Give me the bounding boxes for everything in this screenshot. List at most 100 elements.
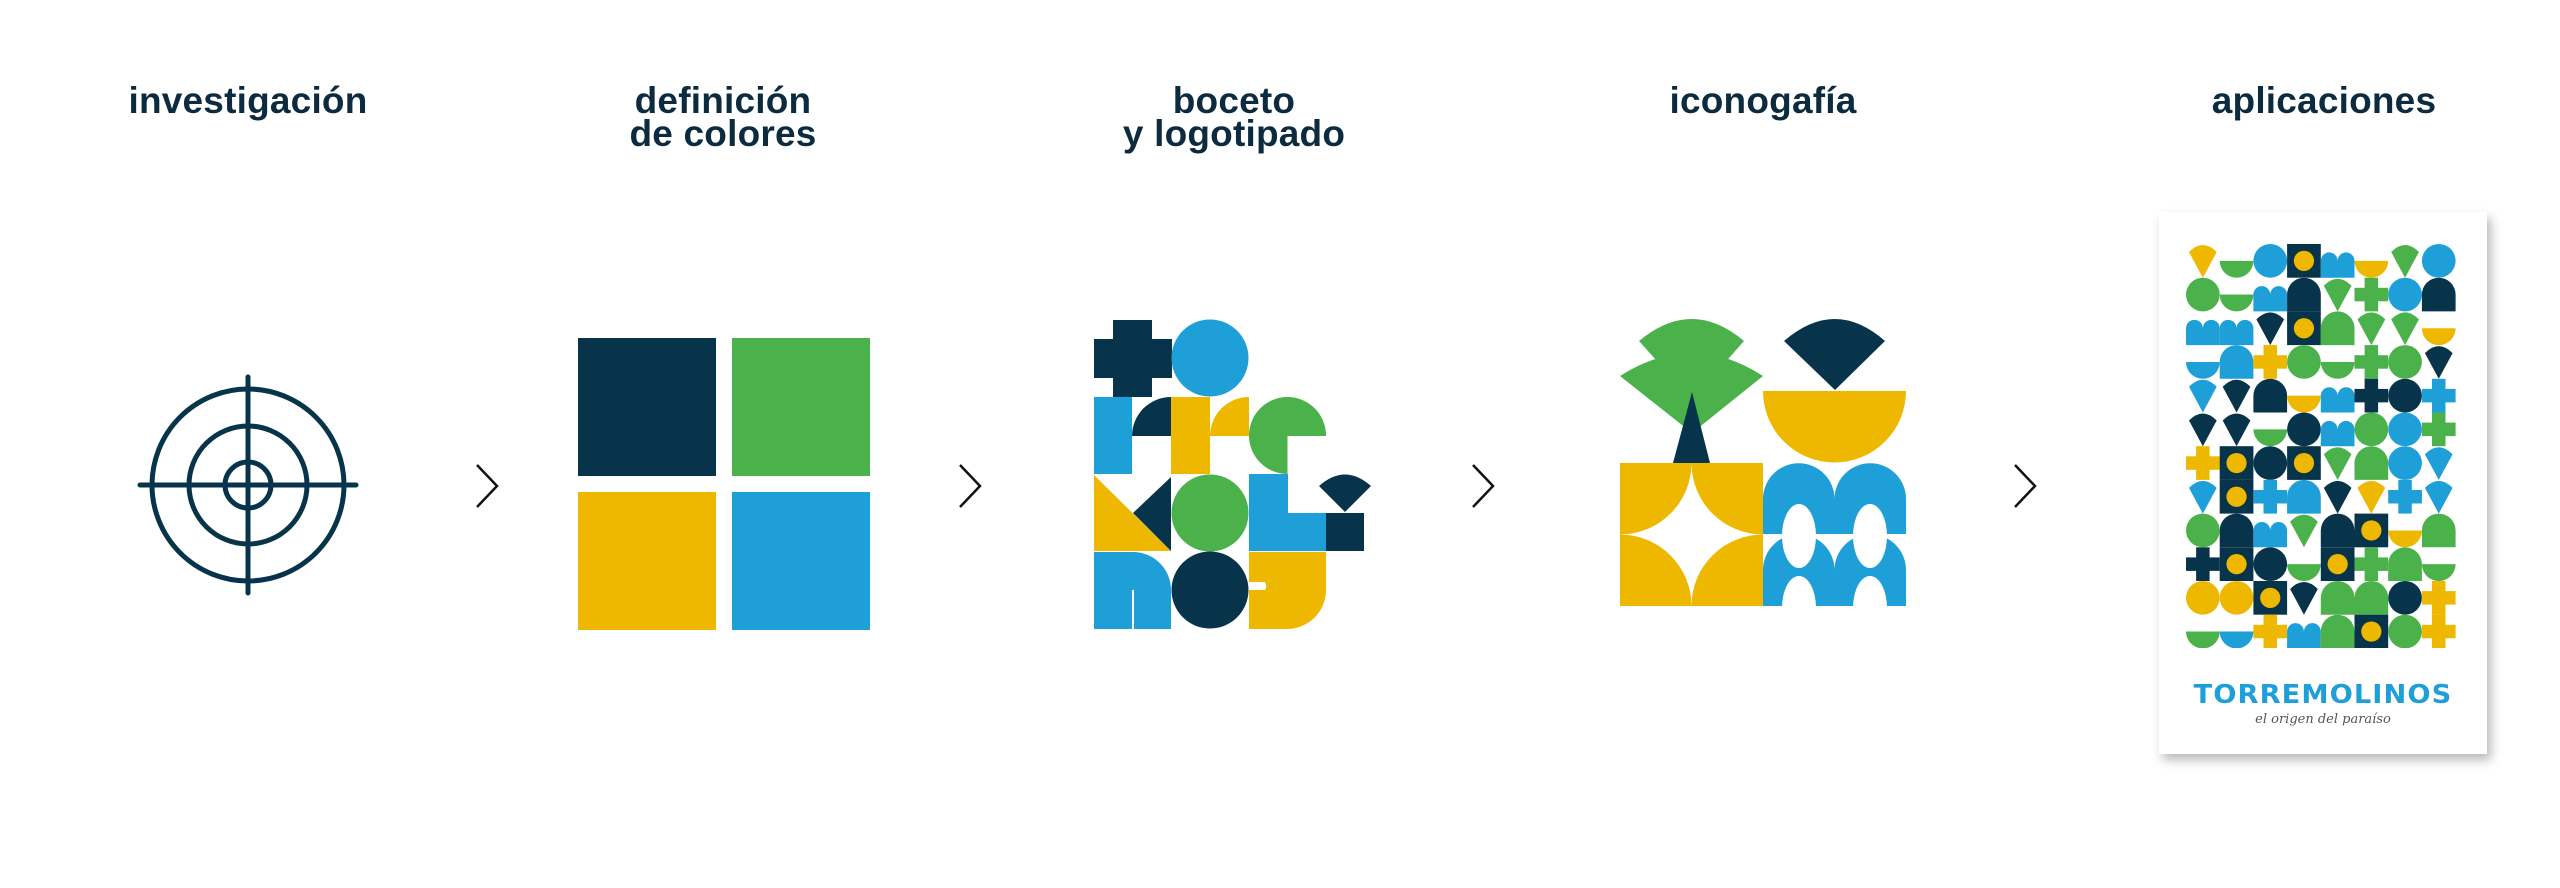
pattern-tile — [2424, 480, 2453, 514]
pattern-tile — [2253, 345, 2288, 379]
pattern-tile — [2253, 429, 2288, 447]
title-line: aplicaciones — [2211, 80, 2437, 121]
pattern-tile — [2290, 514, 2318, 548]
pattern-tile — [2287, 623, 2321, 648]
pattern-tile — [2287, 564, 2321, 581]
pattern-tile — [2357, 480, 2386, 514]
logo-row-2 — [1094, 397, 1327, 474]
pattern-tile — [2354, 614, 2389, 648]
chevron-right-icon — [1472, 464, 1495, 508]
pattern-tile — [2421, 244, 2456, 278]
pattern-tile — [2186, 513, 2220, 548]
pattern-tile — [2186, 277, 2220, 312]
pattern-tile — [2287, 345, 2321, 379]
pattern-tile — [2219, 345, 2254, 379]
pattern-tile — [2253, 446, 2288, 480]
title-line: y logotipado — [1122, 113, 1346, 154]
pattern-tile — [2421, 328, 2456, 346]
logo-row-1 — [1094, 319, 1249, 397]
swatch-navy — [578, 338, 716, 476]
pattern-tile — [2186, 361, 2220, 379]
step-title-aplicaciones: aplicaciones — [2114, 80, 2534, 121]
logo-row-4 — [1094, 551, 1326, 629]
pattern-tile — [2388, 530, 2422, 548]
pattern-tile — [2354, 446, 2389, 480]
pattern-tile — [2421, 581, 2456, 615]
palm-tree-icon — [1620, 319, 1763, 463]
chevron-right-icon — [959, 464, 982, 508]
pattern-tile — [2421, 277, 2456, 312]
pattern-tile — [2287, 244, 2321, 278]
pattern-tile — [2189, 379, 2217, 413]
pattern-tile — [2219, 631, 2254, 648]
pattern-tile — [2354, 345, 2389, 379]
pattern-tile — [2253, 479, 2288, 514]
logo-sketch — [1094, 319, 1371, 629]
pattern-tile — [2253, 286, 2288, 312]
pattern-tile — [2287, 311, 2321, 346]
pattern-tile — [2320, 513, 2355, 548]
target-icon — [137, 374, 359, 596]
pattern-tile — [2320, 387, 2355, 413]
pattern-tile — [2388, 412, 2422, 447]
pattern-tile — [2186, 547, 2220, 581]
pattern-tile — [2388, 479, 2422, 514]
pattern-tile — [2354, 547, 2389, 581]
pattern-tile — [2222, 379, 2251, 413]
pattern-tile — [2388, 277, 2422, 312]
pattern-tile — [2287, 277, 2321, 312]
pattern-tile — [2391, 312, 2419, 346]
step-title-iconografia: iconogafía — [1553, 82, 1973, 119]
pattern-tile — [2253, 614, 2288, 648]
pattern-tile — [2219, 479, 2254, 514]
pattern-tile — [2354, 513, 2389, 548]
pattern-tile — [2320, 361, 2355, 379]
pattern-tile — [2323, 447, 2352, 480]
pattern-tile — [2421, 614, 2456, 648]
pattern-tile — [2219, 581, 2254, 615]
step-title-investigacion: investigación — [38, 80, 458, 121]
logo-row-3 — [1094, 474, 1371, 552]
pattern-tile — [2421, 378, 2456, 413]
pattern-tile — [2354, 581, 2389, 615]
pattern-tile — [2388, 581, 2422, 615]
chevron-right-icon — [2014, 464, 2037, 508]
pattern-tile — [2391, 245, 2419, 278]
pattern-tile — [2388, 547, 2422, 581]
pattern-tile — [2219, 319, 2254, 346]
title-line: investigación — [128, 80, 368, 121]
pattern-tile — [2219, 446, 2254, 480]
pattern-tile — [2388, 614, 2422, 648]
pattern-tile — [2354, 378, 2389, 413]
waves-icon — [1763, 463, 1906, 620]
title-line: boceto — [1172, 80, 1296, 121]
color-palette — [578, 338, 870, 630]
pattern-tile — [2354, 260, 2389, 278]
poster-title: TORREMOLINOS — [2193, 680, 2453, 710]
swatch-green — [732, 338, 870, 476]
pattern-tile — [2253, 522, 2288, 548]
pattern-tile — [2287, 479, 2321, 514]
pattern-tile — [2189, 480, 2217, 514]
pattern-tile — [2421, 412, 2456, 447]
title-line: definición — [634, 80, 812, 121]
pattern-tile — [2186, 446, 2220, 480]
pattern-tile — [2189, 413, 2217, 447]
pattern-tile — [2186, 631, 2220, 648]
pattern-tile — [2388, 345, 2422, 379]
pattern-tile — [2388, 378, 2422, 413]
pattern-tile — [2388, 446, 2422, 480]
pattern-tile — [2421, 564, 2456, 581]
pattern-tile — [2253, 547, 2288, 581]
chevron-right-icon — [476, 464, 499, 508]
pattern-tile — [2357, 312, 2386, 346]
pattern-tile — [2186, 581, 2220, 615]
pattern-tile — [2320, 252, 2355, 278]
pattern-tile — [2290, 582, 2318, 615]
pattern-tile — [2253, 581, 2288, 615]
title-line: de colores — [629, 113, 817, 154]
pattern-tile — [2219, 547, 2254, 581]
pattern-tile — [2320, 614, 2355, 648]
